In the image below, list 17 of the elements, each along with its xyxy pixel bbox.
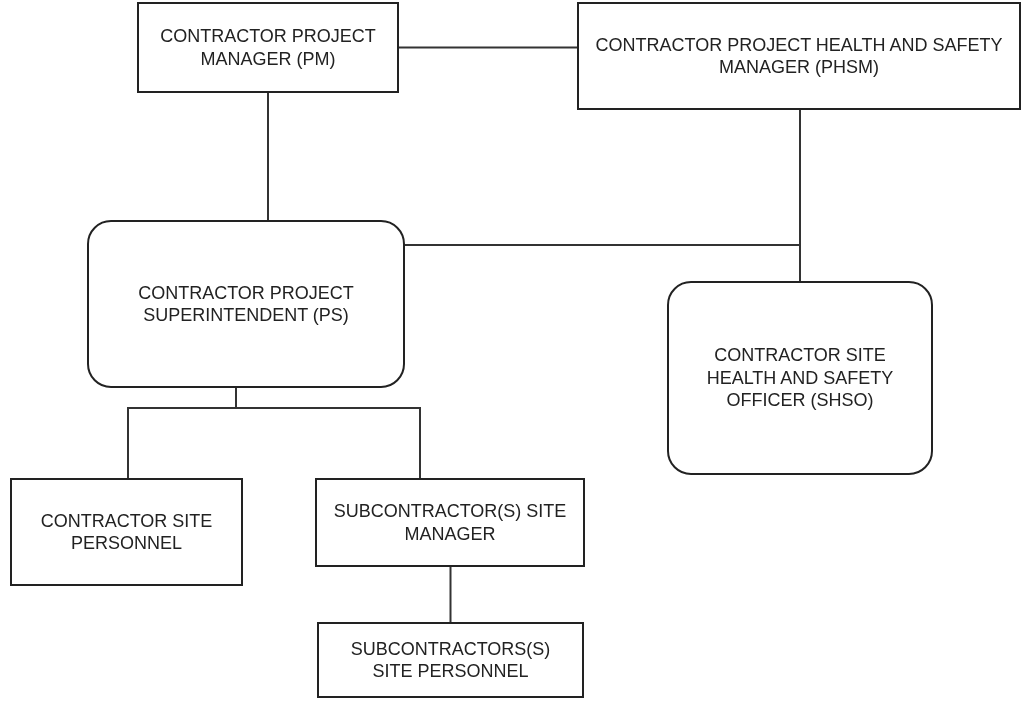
role-title: CONTRACTOR SITE PERSONNEL [39, 509, 214, 555]
role-box [315, 478, 585, 567]
role-title: CONTRACTOR PROJECT SUPERINTENDENT (PS) [137, 281, 355, 327]
role-title: CONTRACTOR PROJECT MANAGER (PM) [159, 25, 377, 70]
role-box [10, 478, 243, 586]
role-title: CONTRACTOR SITE HEALTH AND SAFETY OFFICER (SHSO) [705, 344, 895, 412]
rounded-role-box [667, 281, 933, 475]
role-title: SUBCONTRACTOR(S) SITE MANAGER [332, 500, 568, 545]
role-box [577, 2, 1021, 110]
rounded-role-box [87, 220, 405, 388]
role-box [317, 622, 584, 698]
role-title: CONTRACTOR PROJECT HEALTH AND SAFETY MANAGER (PHSM) [594, 33, 1004, 79]
role-box [137, 2, 399, 93]
connector-line [398, 46, 578, 49]
connector-line [449, 566, 452, 623]
connector-line [267, 92, 269, 221]
role-title: SUBCONTRACTORS(S) SITE PERSONNEL [349, 637, 552, 683]
